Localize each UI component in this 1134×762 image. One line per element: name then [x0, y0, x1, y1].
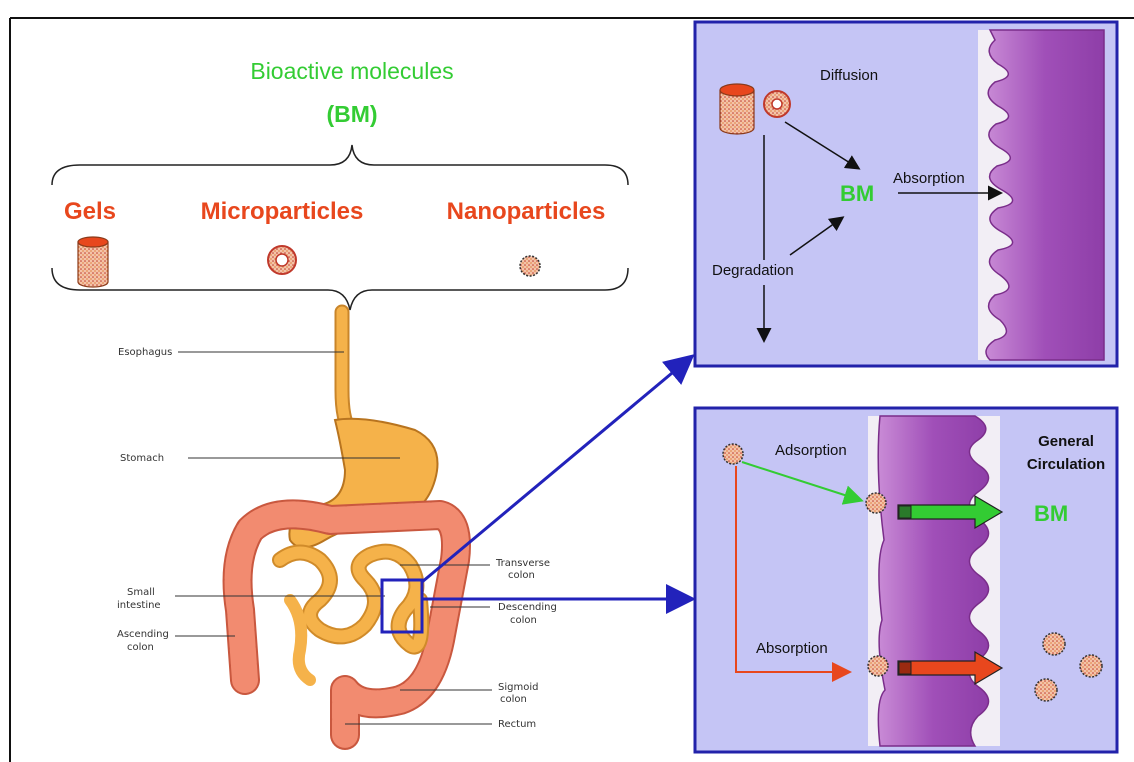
- bottom-bm-label: BM: [1034, 501, 1068, 526]
- ascending-colon-label: colon: [127, 642, 154, 653]
- stomach-label: Stomach: [120, 453, 164, 464]
- bottom-brace: [52, 268, 628, 310]
- gel-cylinder-icon: [78, 237, 108, 287]
- red-arrow-hatch: [899, 662, 911, 674]
- ascending-label: Ascending: [117, 629, 169, 640]
- nanoparticles-label: Nanoparticles: [447, 198, 606, 225]
- transverse-label: Transverse: [495, 558, 550, 569]
- top-bm-label: BM: [840, 181, 874, 206]
- diffusion-label: Diffusion: [820, 67, 878, 84]
- small-intestine-label: Small: [127, 587, 155, 598]
- small-intestine-label-2: intestine: [117, 600, 161, 611]
- esophagus-label: Esophagus: [118, 347, 172, 358]
- top-gel-icon: [720, 84, 754, 134]
- gi-tract: [238, 312, 456, 735]
- microparticles-label: Microparticles: [201, 198, 364, 225]
- bottom-absorption-label: Absorption: [756, 640, 828, 657]
- gels-label: Gels: [64, 198, 116, 225]
- adsorption-label: Adsorption: [775, 442, 847, 459]
- bottom-nanoparticle-icon: [723, 444, 743, 464]
- absorbed-nanoparticle-icon: [868, 656, 888, 676]
- circulating-nanoparticle-icon: [1035, 679, 1057, 701]
- rectum-label: Rectum: [498, 719, 536, 730]
- sigmoid-label: Sigmoid: [498, 682, 538, 693]
- sigmoid-colon-label: colon: [500, 694, 527, 705]
- degradation-label: Degradation: [712, 262, 794, 279]
- microparticle-ring-icon: [268, 246, 296, 274]
- top-brace: [52, 145, 628, 185]
- circulating-nanoparticle-icon: [1080, 655, 1102, 677]
- top-microparticle-icon: [764, 91, 790, 117]
- transverse-colon-label: colon: [508, 570, 535, 581]
- descending-label: Descending: [498, 602, 557, 613]
- green-arrow-hatch: [899, 506, 911, 518]
- circulating-nanoparticle-icon: [1043, 633, 1065, 655]
- adsorbed-nanoparticle-icon: [866, 493, 886, 513]
- nanoparticle-icon: [520, 256, 540, 276]
- bm-abbrev: (BM): [326, 101, 377, 127]
- zoom-arrow-top: [422, 358, 690, 582]
- descending-colon-label: colon: [510, 615, 537, 626]
- circulation-label: Circulation: [1027, 456, 1105, 473]
- top-panel: [695, 22, 1117, 366]
- diagram-title: Bioactive molecules: [250, 58, 453, 84]
- top-absorption-label: Absorption: [893, 170, 965, 187]
- general-label: General: [1038, 433, 1094, 450]
